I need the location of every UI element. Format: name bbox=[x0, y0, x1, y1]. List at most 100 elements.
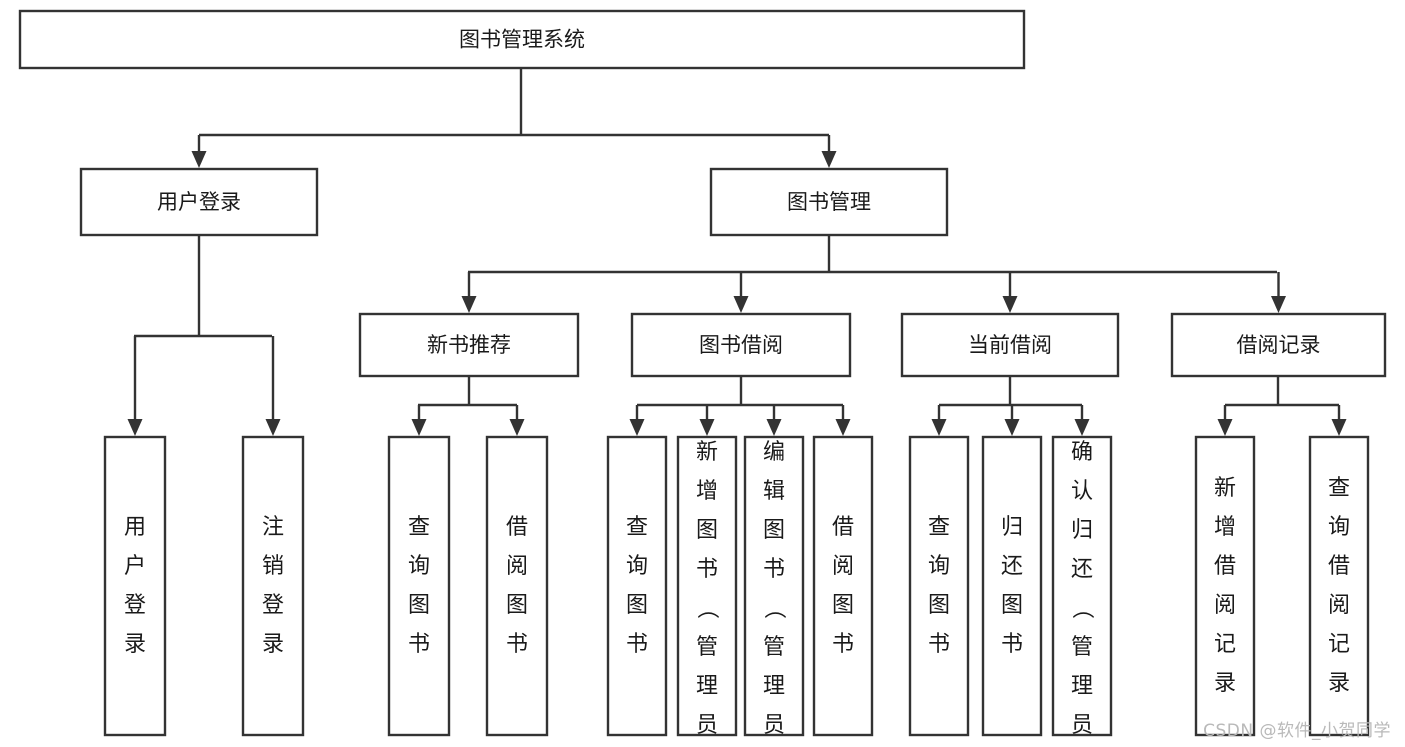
svg-text:员: 员 bbox=[696, 713, 718, 738]
svg-text:录: 录 bbox=[124, 632, 146, 657]
svg-text:借: 借 bbox=[506, 515, 528, 540]
node-label: 用户登录 bbox=[124, 515, 146, 657]
svg-text:书: 书 bbox=[408, 632, 430, 657]
svg-text:查: 查 bbox=[408, 515, 430, 540]
svg-text:认: 认 bbox=[1071, 479, 1093, 504]
svg-text:查: 查 bbox=[928, 515, 950, 540]
svg-text:阅: 阅 bbox=[506, 554, 528, 579]
svg-text:还: 还 bbox=[1001, 554, 1023, 579]
svg-text:新: 新 bbox=[696, 440, 718, 465]
connectors-layer bbox=[127, 68, 1347, 436]
nodes-layer: 图书管理系统用户登录图书管理新书推荐图书借阅当前借阅借阅记录用户登录注销登录查询… bbox=[18, 9, 1387, 747]
svg-text:书: 书 bbox=[1001, 632, 1023, 657]
svg-text:询: 询 bbox=[1328, 515, 1350, 540]
svg-text:阅: 阅 bbox=[1328, 593, 1350, 618]
svg-text:登: 登 bbox=[124, 593, 146, 618]
csdn-watermark: CSDN @软件_小贺同学 bbox=[1203, 721, 1391, 741]
svg-text:户: 户 bbox=[124, 554, 146, 579]
svg-text:增: 增 bbox=[1214, 515, 1236, 540]
svg-text:（: （ bbox=[761, 597, 786, 619]
svg-text:借: 借 bbox=[1214, 554, 1236, 579]
node-label: 图书借阅 bbox=[699, 333, 783, 357]
svg-text:编: 编 bbox=[763, 440, 785, 465]
svg-text:查: 查 bbox=[626, 515, 648, 540]
svg-text:书: 书 bbox=[832, 632, 854, 657]
node-leaf-user-login[interactable]: 用户登录 bbox=[103, 435, 167, 737]
svg-text:录: 录 bbox=[1214, 671, 1236, 696]
svg-text:图: 图 bbox=[506, 593, 528, 618]
svg-text:员: 员 bbox=[763, 713, 785, 738]
svg-text:还: 还 bbox=[1071, 557, 1093, 582]
node-label: 借阅记录 bbox=[1237, 333, 1321, 357]
svg-text:理: 理 bbox=[1071, 674, 1093, 699]
svg-text:图: 图 bbox=[696, 518, 718, 543]
svg-text:借: 借 bbox=[1328, 554, 1350, 579]
node-label: 图书管理 bbox=[787, 190, 871, 214]
svg-text:新: 新 bbox=[1214, 476, 1236, 501]
svg-text:书: 书 bbox=[763, 557, 785, 582]
svg-text:图: 图 bbox=[626, 593, 648, 618]
svg-text:图: 图 bbox=[832, 593, 854, 618]
node-current-borrow[interactable]: 当前借阅 bbox=[900, 312, 1120, 378]
svg-text:书: 书 bbox=[626, 632, 648, 657]
node-root[interactable]: 图书管理系统 bbox=[18, 9, 1026, 70]
svg-text:图: 图 bbox=[763, 518, 785, 543]
svg-text:管: 管 bbox=[696, 635, 718, 660]
svg-text:增: 增 bbox=[696, 479, 718, 504]
svg-text:录: 录 bbox=[262, 632, 284, 657]
svg-text:理: 理 bbox=[763, 674, 785, 699]
svg-text:归: 归 bbox=[1071, 518, 1093, 543]
svg-text:书: 书 bbox=[928, 632, 950, 657]
svg-text:查: 查 bbox=[1328, 476, 1350, 501]
svg-text:确: 确 bbox=[1071, 440, 1093, 465]
svg-text:询: 询 bbox=[408, 554, 430, 579]
svg-text:归: 归 bbox=[1001, 515, 1023, 540]
svg-text:销: 销 bbox=[262, 554, 284, 579]
svg-text:书: 书 bbox=[506, 632, 528, 657]
node-label: 当前借阅 bbox=[968, 333, 1052, 357]
svg-text:图: 图 bbox=[408, 593, 430, 618]
node-label: 图书管理系统 bbox=[459, 28, 585, 52]
svg-text:书: 书 bbox=[696, 557, 718, 582]
svg-text:记: 记 bbox=[1214, 632, 1236, 657]
node-borrow-record[interactable]: 借阅记录 bbox=[1170, 312, 1387, 378]
svg-text:阅: 阅 bbox=[832, 554, 854, 579]
svg-text:用: 用 bbox=[124, 515, 146, 540]
node-book-borrow[interactable]: 图书借阅 bbox=[630, 312, 852, 378]
svg-text:管: 管 bbox=[1071, 635, 1093, 660]
svg-text:注: 注 bbox=[262, 515, 284, 540]
svg-text:阅: 阅 bbox=[1214, 593, 1236, 618]
node-label: 用户登录 bbox=[157, 190, 241, 214]
svg-text:图: 图 bbox=[928, 593, 950, 618]
node-new-book-rec[interactable]: 新书推荐 bbox=[358, 312, 580, 378]
node-user-login[interactable]: 用户登录 bbox=[79, 167, 319, 237]
svg-text:理: 理 bbox=[696, 674, 718, 699]
svg-text:询: 询 bbox=[928, 554, 950, 579]
svg-text:员: 员 bbox=[1071, 713, 1093, 738]
node-book-manage[interactable]: 图书管理 bbox=[709, 167, 949, 237]
